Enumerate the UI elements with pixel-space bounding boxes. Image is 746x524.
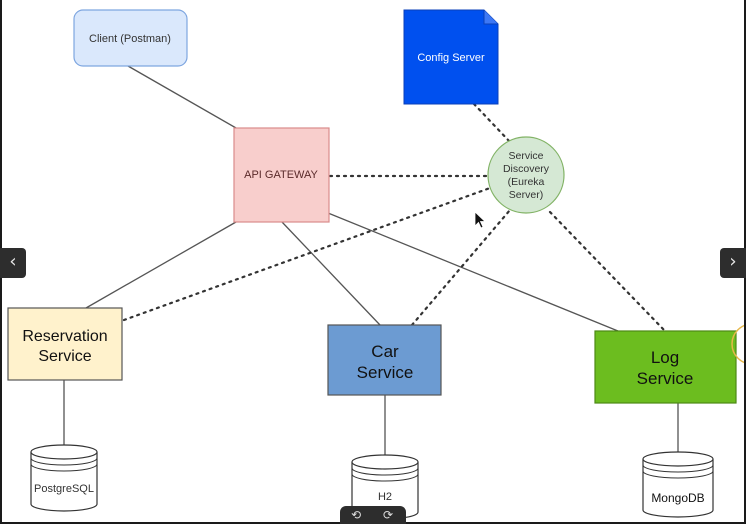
player-controls: ⟲ ⟳ [340, 506, 406, 524]
car-service-node[interactable]: Car Service [327, 324, 442, 396]
api-gateway-label: API GATEWAY [244, 169, 318, 181]
reservation-line-2: Service [38, 348, 91, 365]
edge-reservation-discovery [122, 186, 492, 322]
config-server-label: Config Server [417, 52, 485, 64]
client-label: Client (Postman) [89, 33, 171, 45]
chevron-right-icon: › [729, 251, 737, 272]
postgresql-label: PostgreSQL [34, 483, 94, 495]
forward-button[interactable]: ⟳ [378, 507, 398, 523]
discovery-line-2: Discovery [503, 163, 550, 175]
reservation-line-1: Reservation [22, 328, 107, 345]
car-line-1: Car [371, 342, 399, 361]
h2-db-node[interactable]: H2 [351, 454, 419, 520]
log-line-1: Log [651, 348, 679, 367]
edge-client-gateway [127, 65, 237, 129]
rewind-icon: ⟲ [350, 508, 362, 522]
discovery-line-1: Service [508, 150, 543, 162]
h2-label: H2 [378, 491, 392, 503]
edge-gateway-car [281, 221, 381, 326]
client-node[interactable]: Client (Postman) [73, 9, 188, 67]
edge-config-discovery [472, 102, 512, 144]
chevron-left-icon: ‹ [9, 251, 17, 272]
log-service-node[interactable]: Log Service [594, 330, 737, 404]
log-line-2: Service [637, 369, 694, 388]
service-discovery-node[interactable]: Service Discovery (Eureka Server) [487, 136, 565, 214]
rewind-button[interactable]: ⟲ [346, 507, 366, 523]
next-slide-button[interactable]: › [720, 248, 746, 278]
forward-icon: ⟳ [382, 508, 394, 522]
discovery-line-4: Server) [509, 189, 543, 201]
config-server-node[interactable]: Config Server [403, 9, 499, 105]
edge-log-discovery [548, 210, 667, 333]
car-line-2: Service [357, 363, 414, 382]
highlight-ring-icon [731, 324, 746, 364]
api-gateway-node[interactable]: API GATEWAY [233, 127, 330, 223]
mongodb-db-node[interactable]: MongoDB [642, 451, 714, 518]
edge-car-discovery [410, 208, 512, 327]
reservation-service-node[interactable]: Reservation Service [7, 307, 123, 381]
previous-slide-button[interactable]: ‹ [0, 248, 26, 278]
postgresql-db-node[interactable]: PostgreSQL [30, 444, 98, 512]
edge-gateway-log [327, 212, 619, 332]
mongodb-label: MongoDB [651, 491, 704, 505]
discovery-line-3: (Eureka [508, 176, 545, 188]
edge-gateway-reservation [85, 221, 237, 309]
mouse-cursor-icon [474, 211, 487, 229]
